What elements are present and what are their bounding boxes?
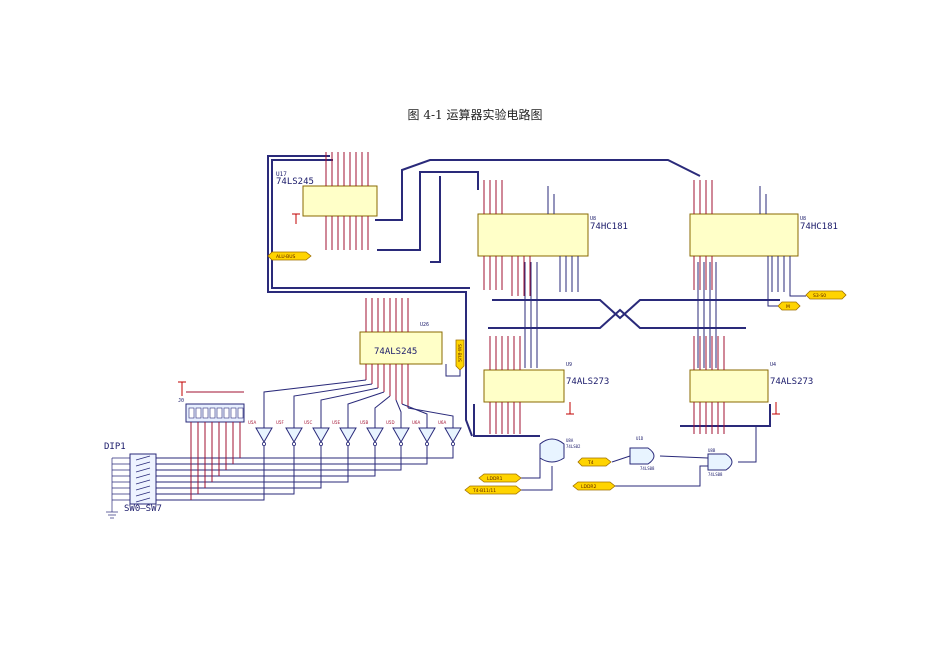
net-tag-lddr1: LDDR1	[478, 473, 522, 483]
gate-part: 74LS08	[640, 466, 655, 471]
switch-header: J0	[178, 381, 245, 423]
chip-dr1-pins	[489, 336, 521, 434]
net-tag-sw-bus: SW-BUS	[455, 339, 465, 371]
inverter-ref: U5A	[248, 420, 256, 425]
figure-caption: 图 4-1 运算器实验电路图	[407, 108, 543, 122]
net-tag-m: M	[777, 301, 801, 311]
inverter-ref: U6A	[438, 420, 446, 425]
inverter-ref: U5B	[360, 420, 368, 425]
net-tag-label: T4	[587, 460, 594, 466]
inverter-ref: U6A	[412, 420, 420, 425]
chip-ref: U26	[420, 322, 429, 328]
chip-part: 74LS245	[276, 177, 314, 187]
inverter	[418, 427, 436, 446]
chip-ref: U8	[800, 216, 806, 222]
net-tag-alu-bus: ALU-BUS	[267, 251, 312, 261]
net-tag-label: ALU-BUS	[276, 254, 295, 260]
gate-nor-u8a: U8A 74LS02	[539, 438, 581, 463]
chip-alu2-pins	[693, 180, 791, 292]
chip-part: 74HC181	[800, 222, 838, 232]
chip-dr2: U4 74ALS273	[689, 336, 813, 434]
net-tag-label: M	[786, 304, 790, 310]
inverter	[285, 427, 303, 446]
net-tag-label: LDDR1	[487, 476, 503, 482]
chip-part: 74ALS245	[374, 347, 417, 357]
inverter	[339, 427, 357, 446]
gate-part: 74LS08	[708, 472, 723, 477]
inverter-ref: U5C	[304, 420, 312, 425]
net-tag-label: T4-B11/11	[472, 488, 496, 494]
gate-ref: U1D	[636, 436, 644, 441]
chip-dr2-pins	[693, 336, 725, 434]
chip-ref: U4	[770, 362, 776, 368]
inverter	[392, 427, 410, 446]
chip-part: 74ALS273	[566, 377, 609, 387]
inverter-ref: U5F	[276, 420, 284, 425]
inverter-ref: U5E	[332, 420, 340, 425]
net-tag-label: S3-S0	[813, 293, 826, 299]
net-tag-t4-b: T4-B11/11	[464, 485, 522, 495]
net-tag-label: LDDR2	[581, 484, 597, 490]
net-tag-label: SW-BUS	[456, 344, 462, 362]
inverter-row: U5A U5F U5C U5E U5B U5D U6A U6A	[156, 379, 462, 501]
gate-part: 74LS02	[566, 444, 581, 449]
gate-and-u8b: U8B 74LS08	[707, 448, 733, 477]
chip-u17: U17 74LS245	[276, 152, 378, 250]
dip-switch: DIP1 SW0—SW7	[104, 442, 162, 519]
chip-u26: U26 74ALS245	[359, 298, 443, 408]
net-tag-t4: T4	[577, 457, 612, 467]
gate-ref: U8B	[708, 448, 716, 453]
chip-part: 74HC181	[590, 222, 628, 232]
inverter	[444, 427, 462, 446]
chip-ref: U17	[276, 171, 287, 178]
inverter	[312, 427, 330, 446]
header-ref: J0	[178, 398, 184, 404]
chip-ref: U9	[566, 362, 572, 368]
chip-u17-pins	[325, 152, 369, 250]
inverter	[366, 427, 384, 446]
inverter	[255, 427, 273, 446]
dip-ref: DIP1	[104, 442, 126, 452]
chip-dr1: U9 74ALS273	[483, 336, 609, 434]
chip-alu1: U8 74HC181	[477, 180, 628, 296]
chip-ref: U8	[590, 216, 596, 222]
chip-alu2: U8 74HC181	[689, 180, 838, 292]
gate-and-u1d: U1D 74LS08	[629, 436, 655, 471]
dip-range: SW0—SW7	[124, 504, 162, 514]
net-tag-lddr2: LDDR2	[572, 481, 616, 491]
inverter-ref: U5D	[386, 420, 395, 425]
main-buses	[267, 155, 780, 437]
chip-alu1-pins	[483, 180, 579, 296]
net-tag-s3-s0: S3-S0	[805, 290, 847, 300]
chip-part: 74ALS273	[770, 377, 813, 387]
gate-ref: U8A	[566, 438, 574, 443]
chip-u26-pins	[365, 298, 409, 408]
